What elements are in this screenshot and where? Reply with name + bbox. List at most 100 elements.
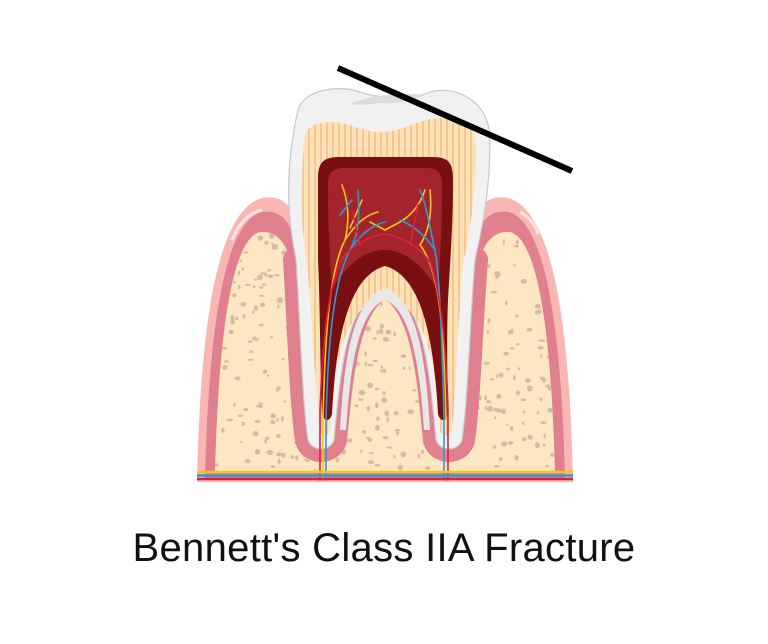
bone-pore <box>484 405 487 411</box>
bone-pore <box>364 325 371 332</box>
bone-pore <box>397 464 403 471</box>
bone-pore <box>395 431 400 436</box>
bone-pore <box>244 459 251 464</box>
bone-pore <box>266 374 270 377</box>
bone-pore <box>221 427 225 433</box>
bone-pore <box>280 415 284 422</box>
bone-pore <box>542 443 546 447</box>
bone-pore <box>478 395 482 401</box>
bone-pore <box>269 335 274 339</box>
bone-pore <box>534 304 541 309</box>
bone-pore <box>252 310 255 314</box>
diagram-caption: Bennett's Class IIA Fracture <box>132 526 636 570</box>
fracture-line <box>336 65 574 174</box>
bone-pore <box>253 278 258 281</box>
bone-pore <box>281 357 285 361</box>
bone-pore <box>526 385 533 392</box>
bone-pore <box>408 366 411 370</box>
bone-pore <box>508 329 512 335</box>
bone-pore <box>224 360 230 363</box>
bone-pore <box>270 413 276 419</box>
bone-pore <box>357 398 364 401</box>
bone-pore <box>261 271 264 276</box>
gum-highlight-left <box>230 208 263 241</box>
bone-pore <box>496 408 502 413</box>
bone-pore <box>237 270 241 276</box>
bone-pore <box>550 452 555 458</box>
bone-pore <box>259 286 264 289</box>
bone-pore <box>252 336 257 341</box>
bone-pore <box>386 446 393 449</box>
bone-pore <box>267 274 274 278</box>
bone-pore <box>513 263 516 267</box>
bone-pore <box>380 365 384 369</box>
bone-pore <box>374 387 380 391</box>
bone-pore <box>393 454 396 459</box>
bone-pore <box>314 468 317 471</box>
bone-pore <box>233 280 236 284</box>
bone-pore <box>546 233 550 239</box>
bone-pore <box>295 455 299 461</box>
bone-pore <box>496 394 502 399</box>
bone-pore <box>270 465 276 469</box>
bone-pore <box>367 460 374 465</box>
bone-pore <box>270 419 276 425</box>
bone-pore <box>382 336 389 342</box>
bone-pore <box>241 267 245 271</box>
bone-pore <box>515 314 519 318</box>
bone-pore <box>520 278 527 284</box>
bone-pore <box>503 351 510 356</box>
bone-pore <box>364 351 367 357</box>
bone-pore <box>501 408 506 415</box>
bone-pore <box>267 268 272 272</box>
bone-pore <box>490 290 498 294</box>
bone-pore <box>493 464 500 468</box>
bone-pore <box>379 328 384 335</box>
bone-pore <box>538 339 546 342</box>
bone-pore <box>417 453 421 459</box>
bone-pore <box>239 259 243 262</box>
pulp-inner <box>328 168 442 290</box>
bone-pore <box>366 363 374 367</box>
bone-pore <box>506 423 509 426</box>
bone-pore <box>526 327 533 332</box>
bone-pore <box>354 404 359 408</box>
bone-pore <box>260 302 266 308</box>
bone-pore <box>232 293 237 298</box>
bone-pore <box>247 358 254 361</box>
bone-pore <box>402 366 406 371</box>
bone-pore <box>244 283 251 287</box>
bone-pore <box>242 251 249 254</box>
bone-pore <box>507 440 514 445</box>
bone-pore <box>547 407 554 413</box>
bone-pore <box>534 310 541 315</box>
bone-pore <box>541 377 547 383</box>
bone-pore <box>400 451 406 458</box>
bone-pore <box>261 283 267 286</box>
bone-pore <box>515 240 520 244</box>
bone-pore <box>368 451 374 455</box>
bone-pore <box>376 329 379 335</box>
bone-pore <box>543 433 546 439</box>
bone-pore <box>290 455 295 459</box>
bone-pore <box>509 425 514 432</box>
bone-pore <box>501 441 508 447</box>
bone-pore <box>372 359 378 363</box>
bone-pore <box>515 390 520 396</box>
bone-pore <box>385 412 389 416</box>
bone-pore <box>347 438 353 443</box>
bone-pore <box>540 354 543 358</box>
bone-pore <box>277 304 280 309</box>
bone-pore <box>253 305 258 311</box>
gum-highlight-right <box>519 210 540 235</box>
bone-pore <box>502 239 505 246</box>
bone-pore <box>484 395 487 401</box>
bone-pore <box>372 337 377 340</box>
bone-pore <box>273 273 280 277</box>
inter-root-cementum <box>340 288 430 430</box>
bone-pore <box>240 440 243 444</box>
bone-pore <box>362 430 367 434</box>
bone-pore <box>276 434 281 439</box>
bone-pore <box>221 346 228 350</box>
bone-pore <box>498 457 503 462</box>
